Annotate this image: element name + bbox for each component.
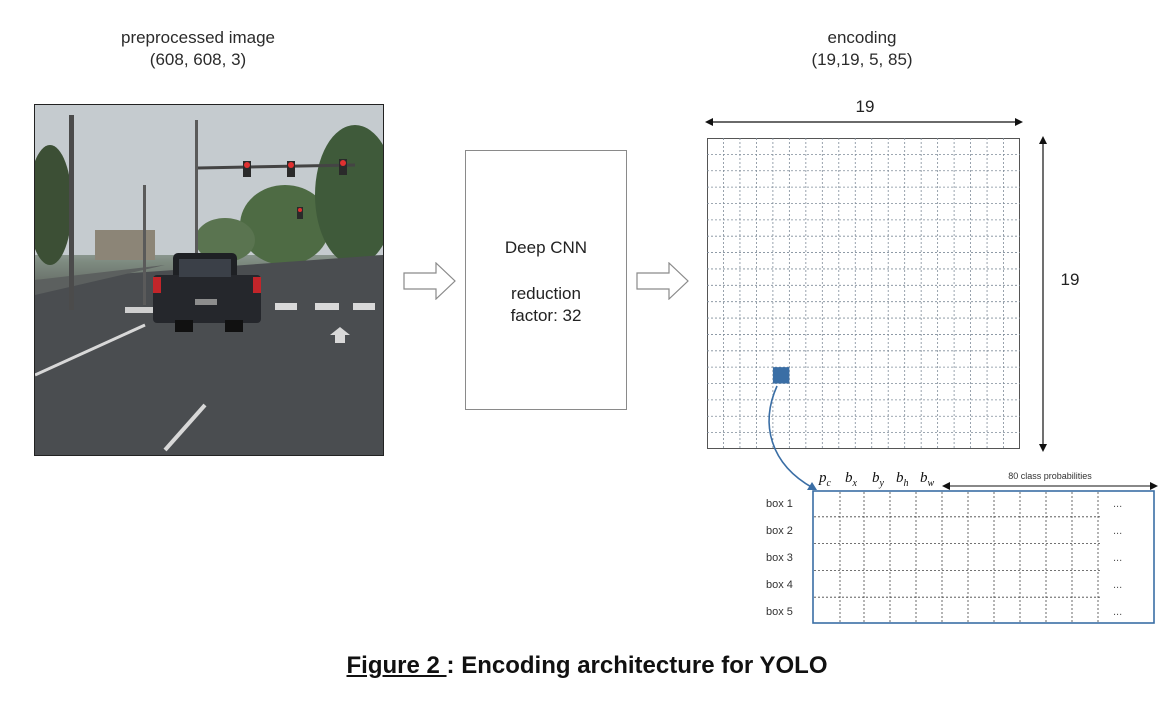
encoding-title: encoding (19,19, 5, 85) <box>762 27 962 71</box>
arrow-right-icon <box>636 262 689 300</box>
grid-border <box>707 138 1020 449</box>
arrow-right-icon <box>403 262 456 300</box>
row-label-box3: box 3 <box>766 552 793 564</box>
input-title: preprocessed image (608, 608, 3) <box>98 27 298 71</box>
grid-width-label: 19 <box>855 97 875 116</box>
col-head-bx: bx <box>845 470 857 489</box>
cnn-factor-label: factor: 32 <box>510 306 582 325</box>
class-probabilities-arrow <box>942 482 1158 490</box>
row-label-box4: box 4 <box>766 579 793 591</box>
col-head-bw: bw <box>920 470 935 489</box>
figure-number: Figure 2 <box>346 652 447 679</box>
class-probabilities-label: 80 class probabilities <box>1008 471 1092 481</box>
ellipsis-row4: ... <box>1113 579 1123 591</box>
street-scene-illustration <box>35 105 383 455</box>
table-border <box>812 490 1155 624</box>
anchor-box-vector-table <box>812 490 1155 624</box>
input-title-text: preprocessed image <box>120 28 276 47</box>
ellipsis-row3: ... <box>1113 552 1123 564</box>
highlighted-grid-cell <box>772 367 790 384</box>
caption-separator: : <box>446 652 462 679</box>
col-head-by: by <box>872 470 884 489</box>
input-shape-text: (608, 608, 3) <box>149 50 247 69</box>
encoding-title-text: encoding <box>827 28 897 47</box>
row-label-box5: box 5 <box>766 606 793 618</box>
cnn-label: Deep CNN <box>504 238 588 257</box>
row-label-box2: box 2 <box>766 525 793 537</box>
cnn-reduction-label: reduction <box>511 284 581 303</box>
ellipsis-row1: ... <box>1113 498 1123 510</box>
col-head-pc: pc <box>819 470 831 489</box>
ellipsis-row2: ... <box>1113 525 1123 537</box>
figure-caption: Figure 2 : Encoding architecture for YOL… <box>0 652 1174 680</box>
height-dimension-arrow <box>1039 136 1047 452</box>
cell-pointer-arrow <box>768 385 817 490</box>
col-head-bh: bh <box>896 470 909 489</box>
street-photo <box>34 104 384 456</box>
deep-cnn-box: Deep CNN reduction factor: 32 <box>465 150 627 410</box>
encoding-shape-text: (19,19, 5, 85) <box>811 50 913 69</box>
encoding-grid <box>707 138 1020 449</box>
row-label-box1: box 1 <box>766 498 793 510</box>
grid-height-label: 19 <box>1060 270 1080 289</box>
width-dimension-arrow <box>705 118 1023 126</box>
ellipsis-row5: ... <box>1113 606 1123 618</box>
caption-text: Encoding architecture for YOLO <box>461 652 828 679</box>
